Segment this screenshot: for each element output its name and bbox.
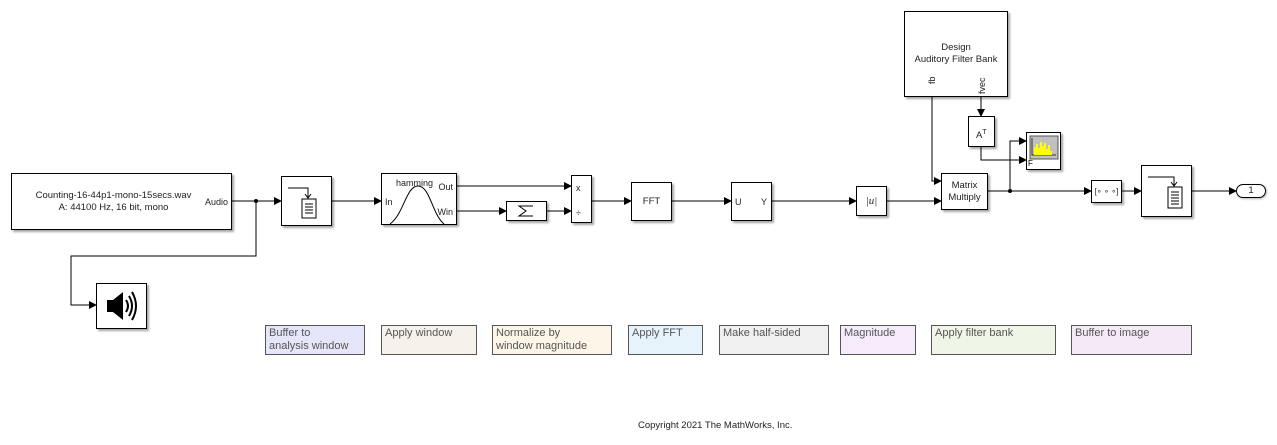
branch-point <box>1008 189 1012 193</box>
in-port-label: In <box>385 197 393 207</box>
transpose-superscript: T <box>982 129 987 136</box>
buffer-icon <box>1148 176 1183 209</box>
abs-block[interactable]: |u| <box>856 186 887 216</box>
fvec-port-label: fvec <box>977 77 987 94</box>
annotation-filter-bank: Apply filter bank <box>931 325 1056 355</box>
u-port-label: U <box>735 197 742 207</box>
audio-device-writer-block[interactable] <box>96 283 147 329</box>
outport-label: 1 <box>1248 185 1254 196</box>
copyright-text: Copyright 2021 The MathWorks, Inc. <box>638 420 793 431</box>
hamming-curve-icon <box>389 185 445 224</box>
window-function-block[interactable]: hamming In Out Win <box>381 173 457 225</box>
design-label-line1: Design <box>941 42 971 53</box>
line-audio-to-speaker <box>70 201 257 309</box>
line-branch-to-scope <box>1009 137 1027 191</box>
design-filter-bank-block[interactable]: Design Auditory Filter Bank fb fvec <box>904 11 1008 97</box>
annotation-apply-window: Apply window <box>381 325 477 355</box>
fb-port-label: fb <box>927 76 937 84</box>
fft-block[interactable]: FFT <box>631 182 672 221</box>
transpose-block[interactable]: AT <box>968 116 995 147</box>
win-port-label: Win <box>437 207 454 217</box>
outport-block[interactable]: 1 <box>1236 184 1266 198</box>
spectrum-analyzer-block[interactable]: F <box>1026 132 1061 170</box>
branch-point <box>254 199 258 203</box>
half-sided-block[interactable]: U Y <box>731 182 772 221</box>
divide-block[interactable]: x ÷ <box>571 175 592 223</box>
matmul-line1: Matrix <box>951 180 978 191</box>
fft-label: FFT <box>642 196 661 207</box>
transpose-base: A <box>976 130 983 142</box>
speaker-icon <box>107 291 137 321</box>
transpose-label: AT <box>976 127 987 142</box>
design-label-line2: Auditory Filter Bank <box>914 54 998 65</box>
abs-label: |u| <box>865 195 878 207</box>
sigma-icon <box>517 205 533 217</box>
concat-label: [∘ ∘ ∘] <box>1094 187 1119 196</box>
audio-port-label: Audio <box>204 197 228 207</box>
buffer-block[interactable] <box>281 176 332 226</box>
annotation-buffer-analysis: Buffer to analysis window <box>265 325 365 355</box>
line-fb-to-matmul <box>931 97 942 185</box>
file-name-label: Counting-16-44p1-mono-15secs.wav <box>35 190 192 201</box>
from-multimedia-file-block[interactable]: Counting-16-44p1-mono-15secs.wav A: 4410… <box>11 173 232 230</box>
buffer-icon <box>288 187 317 219</box>
annotation-buffer-image: Buffer to image <box>1071 325 1192 355</box>
annotation-magnitude: Magnitude <box>840 325 916 355</box>
annotation-normalize: Normalize by window magnitude <box>492 325 612 355</box>
divide-port-label: ÷ <box>576 208 581 218</box>
y-port-label: Y <box>760 197 767 207</box>
annotation-apply-fft: Apply FFT <box>628 325 703 355</box>
annotation-half-sided: Make half-sided <box>719 325 829 355</box>
svg-text:F: F <box>1028 159 1033 168</box>
audio-format-label: A: 44100 Hz, 16 bit, mono <box>58 202 169 213</box>
line-transpose-to-scope <box>980 147 1027 164</box>
sum-block[interactable] <box>506 201 547 221</box>
matrix-multiply-block[interactable]: Matrix Multiply <box>941 173 988 210</box>
multiply-port-label: x <box>576 183 581 193</box>
out-port-label: Out <box>438 182 453 192</box>
window-title: hamming <box>396 178 434 188</box>
spectrum-analyzer-icon: F <box>1028 135 1059 168</box>
concatenate-block[interactable]: [∘ ∘ ∘] <box>1091 180 1122 203</box>
matmul-line2: Multiply <box>948 192 981 203</box>
buffer-to-image-block[interactable] <box>1141 165 1192 217</box>
